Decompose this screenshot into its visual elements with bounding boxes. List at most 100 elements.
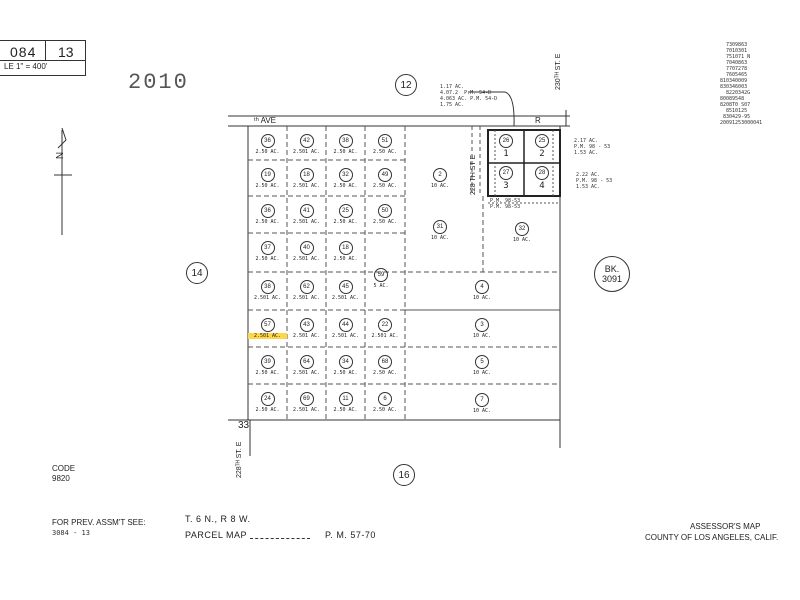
lot-number: 39 (260, 355, 275, 369)
prev-assmt-label: FOR PREV. ASSM'T SEE: (52, 518, 146, 527)
lot-number: 51 (378, 134, 392, 148)
big-lot[interactable]: 2 10 AC. (420, 168, 460, 189)
lot-number: 38 (338, 134, 353, 148)
lot-number: 40 (299, 241, 314, 255)
lot-number: 41 (299, 204, 314, 218)
book-page-box (0, 40, 86, 76)
lot-number: 69 (299, 392, 314, 406)
big-lot[interactable]: 31 10 AC. (420, 220, 460, 241)
lot-number: 64 (299, 355, 314, 369)
adjacent-page-bottom[interactable]: 16 (393, 464, 415, 486)
lot-acreage: 2.501 AC. (248, 333, 287, 339)
lot-acreage: 2.501 AC. (292, 407, 321, 413)
small-parcel[interactable]: 28 4 (522, 166, 562, 191)
big-lot[interactable]: 3 10 AC. (462, 318, 502, 339)
map-year: 2010 (128, 70, 189, 95)
lot-number: 42 (299, 134, 314, 148)
lot-acreage: 2.50 AC. (333, 219, 358, 225)
big-lot[interactable]: 32 10 AC. (502, 222, 542, 243)
page-number: 13 (58, 44, 74, 60)
lot-acreage: 2.50 AC. (372, 149, 398, 155)
mid-street-label: 228 TH ST E (470, 154, 477, 195)
lot-acreage: 2.50 AC. (372, 407, 398, 413)
revision-notes: 7309863 7010301 751071 N 7040863 7707278… (720, 42, 763, 126)
code-label: CODE (52, 464, 76, 473)
r-marker: R (535, 116, 541, 125)
lot-number: 68 (378, 355, 392, 369)
lot-number: 38 (260, 280, 275, 294)
lot-number: 24 (260, 392, 275, 406)
book-number: 084 (10, 44, 37, 60)
lot-number: 36 (260, 134, 275, 148)
lot-number: 37 (260, 241, 275, 255)
big-lot[interactable]: 59 5 AC. (361, 268, 401, 289)
adjacent-page-left[interactable]: 14 (186, 262, 208, 284)
lot-acreage: 2.501 AC. (292, 219, 321, 225)
big-lot[interactable]: 5 10 AC. (462, 355, 502, 376)
adjacent-page-top[interactable]: 12 (395, 74, 417, 96)
lot-number: 43 (299, 318, 314, 332)
lot-number: 44 (338, 318, 353, 332)
lot-acreage: 2.50 AC. (333, 407, 358, 413)
big-lot[interactable]: 7 10 AC. (462, 393, 502, 414)
township-range: T. 6 N., R 8 W. (185, 514, 251, 524)
small-parcel[interactable]: 25 2 (522, 134, 562, 159)
assessor-county: COUNTY OF LOS ANGELES, CALIF. (645, 533, 779, 542)
lot-number: 6 (378, 392, 392, 406)
lot-acreage: 2.50 AC. (333, 256, 358, 262)
small-parcel[interactable]: 27 3 (486, 166, 526, 191)
lot-acreage: 2.50 AC. (255, 219, 280, 225)
prev-assmt-value: 3084 - 13 (52, 529, 90, 537)
small-parcel[interactable]: 26 1 (486, 134, 526, 159)
lot-acreage: 2.501 AC. (292, 370, 321, 376)
lot-acreage: 2.50 AC. (333, 183, 358, 189)
lot-number: 18 (299, 168, 314, 182)
adjacent-book-right[interactable]: BK. 3091 (594, 256, 630, 292)
lot-acreage: 2.50 AC. (255, 370, 280, 376)
code-value: 9820 (52, 474, 70, 483)
big-lot[interactable]: 4 10 AC. (462, 280, 502, 301)
lot-acreage: 2.501 AC. (371, 333, 399, 339)
scale-label: LE 1" = 400' (4, 62, 48, 71)
lot-acreage: 2.501 AC. (331, 333, 360, 339)
lot-number: 34 (338, 355, 353, 369)
lot-number: 19 (260, 168, 275, 182)
parcel-map-ref: P. M. 57-70 (325, 530, 376, 540)
lot-acreage: 2.50 AC. (255, 183, 280, 189)
north-arrow-icon (54, 127, 72, 235)
lot-acreage: 2.501 AC. (292, 256, 321, 262)
lot-number: 49 (378, 168, 392, 182)
lot-number: 36 (260, 204, 275, 218)
